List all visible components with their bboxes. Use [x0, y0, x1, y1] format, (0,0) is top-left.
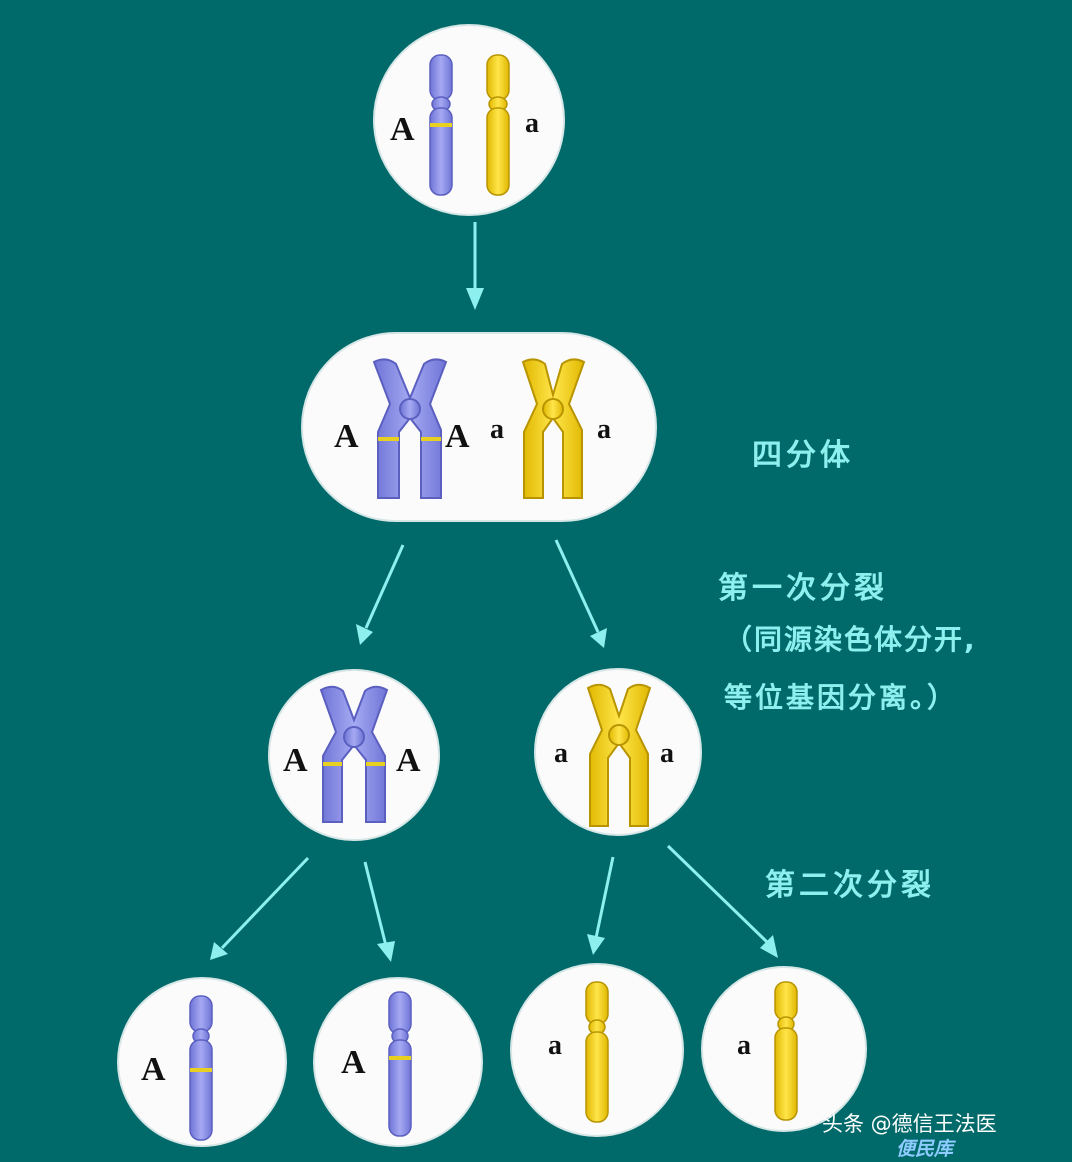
arrow-to-gamete-3 [587, 856, 615, 955]
blue-tetrad-chromosome [372, 358, 448, 499]
tetrad-label: 四分体 [752, 438, 854, 473]
arrow-down [466, 222, 484, 310]
blue-chromosome [429, 54, 453, 196]
allele-label: a [597, 414, 611, 445]
first-division-note-line2: 等位基因分离。） [724, 681, 959, 714]
first-division-note-line1: （同源染色体分开, [724, 623, 977, 656]
meiosis1-right-cell: a a [534, 668, 702, 836]
second-division-label: 第二次分裂 [765, 868, 935, 903]
source-watermark: 头条 @德信王法医 [822, 1112, 997, 1136]
parent-cell: A a [373, 24, 565, 216]
allele-label: a [554, 738, 568, 769]
gamete-cell-2: A [313, 977, 483, 1147]
allele-label: A [445, 418, 470, 455]
allele-label: a [525, 108, 539, 139]
allele-label: A [334, 418, 359, 455]
arrow-to-gamete-1 [210, 856, 310, 960]
allele-label: a [737, 1030, 751, 1061]
yellow-tetrad-chromosome [521, 358, 586, 499]
allele-label: a [660, 738, 674, 769]
first-division-label: 第一次分裂 [718, 571, 888, 606]
allele-label: A [141, 1051, 166, 1088]
allele-label: A [390, 111, 415, 148]
arrow-left [356, 544, 405, 645]
meiosis1-left-cell: A A [268, 669, 440, 841]
allele-label: A [396, 742, 421, 779]
arrow-to-gamete-2 [363, 861, 395, 962]
yellow-chromosome [486, 54, 510, 196]
allele-label: A [283, 742, 308, 779]
arrow-to-gamete-4 [666, 844, 778, 958]
tetrad-cell: A A a a [301, 332, 657, 522]
allele-label: a [490, 414, 504, 445]
site-watermark: 便民库 [896, 1138, 954, 1160]
gamete-cell-3: a [510, 963, 684, 1137]
gamete-cell-1: A [117, 977, 287, 1147]
allele-label: A [341, 1044, 366, 1081]
gamete-cell-4: a [701, 966, 867, 1132]
arrow-right [554, 539, 607, 648]
allele-label: a [548, 1030, 562, 1061]
